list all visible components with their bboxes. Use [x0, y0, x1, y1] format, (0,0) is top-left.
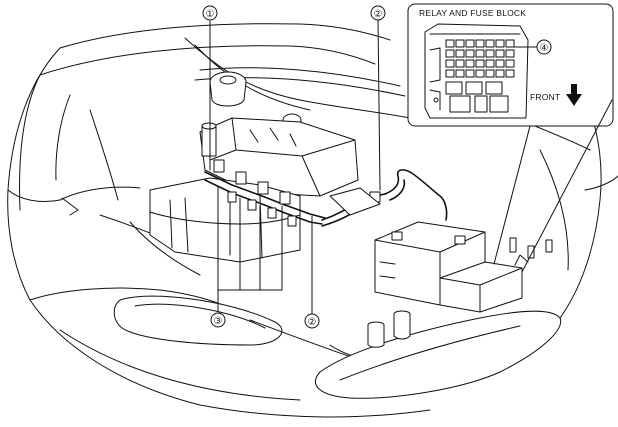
svg-text:②: ② [308, 317, 317, 328]
callout-2-top: ② [370, 5, 386, 21]
callout-4: ④ [536, 39, 552, 55]
vehicle-body [7, 23, 618, 418]
svg-text:④: ④ [540, 43, 549, 54]
fuse-block-detail [424, 23, 529, 119]
inset-panel [407, 3, 614, 273]
svg-text:③: ③ [214, 316, 223, 327]
svg-text:①: ① [206, 9, 215, 20]
front-label: FRONT [530, 92, 560, 102]
callout-3: ③ [210, 312, 226, 328]
relay-fuse-block-body [439, 237, 553, 313]
injector-row [213, 159, 297, 227]
callout-1: ① [202, 5, 218, 21]
front-posts [367, 310, 411, 348]
callout-2-bottom: ② [304, 313, 320, 329]
down-arrow-icon [566, 84, 582, 106]
callout-leaders [209, 19, 381, 314]
inset-title: RELAY AND FUSE BLOCK [419, 8, 526, 18]
engine-assembly [149, 71, 448, 263]
svg-text:②: ② [374, 9, 383, 20]
